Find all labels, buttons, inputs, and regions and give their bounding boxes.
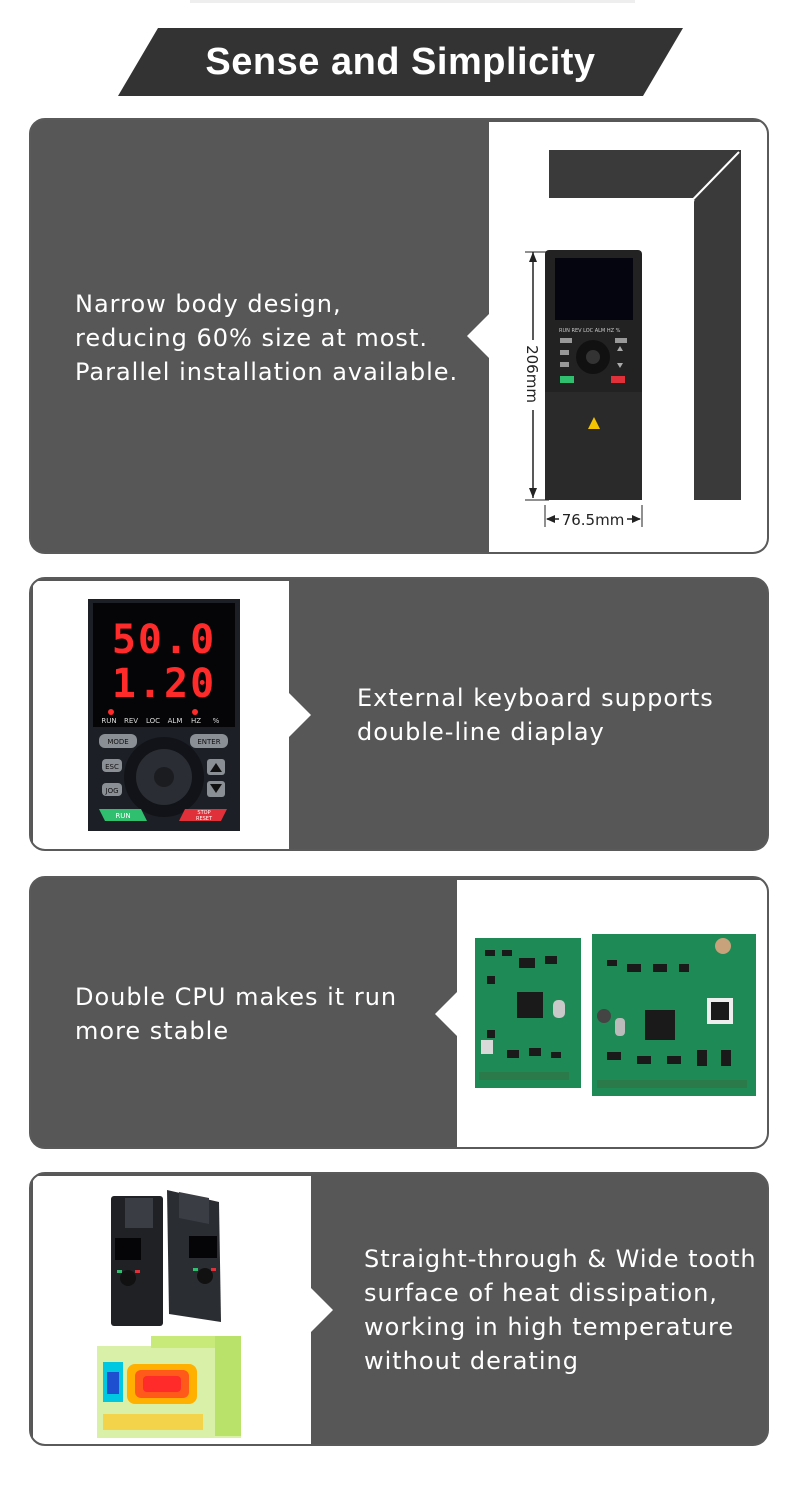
pcb-photo bbox=[457, 880, 767, 1147]
feature-panel-keyboard: 50.0 1.20 RUN REV LOC ALM HZ % bbox=[29, 577, 769, 851]
indicator-hz: HZ bbox=[191, 717, 201, 725]
indicator-rev: REV bbox=[124, 717, 138, 725]
feature-text: Narrow body design, reducing 60% size at… bbox=[75, 290, 459, 386]
installation-diagram: RUN REV LOC ALM HZ % 206mm 76.5mm bbox=[489, 122, 767, 552]
feature-panel-narrow-body: Narrow body design, reducing 60% size at… bbox=[29, 118, 769, 554]
stop-key-label: STOP bbox=[197, 810, 210, 816]
section-banner: Sense and Simplicity bbox=[118, 28, 683, 96]
indicator-percent: % bbox=[213, 717, 220, 725]
height-dimension-label: 206mm bbox=[523, 345, 541, 403]
heatsink-photo bbox=[33, 1176, 311, 1444]
esc-key-label: ESC bbox=[105, 763, 119, 771]
svg-text:RUN REV LOC ALM HZ %: RUN REV LOC ALM HZ % bbox=[559, 328, 621, 334]
jog-key-label: JOG bbox=[105, 787, 119, 795]
panel-pointer bbox=[311, 1288, 333, 1332]
feature-text: External keyboard supports double-line d… bbox=[357, 684, 714, 746]
feature-text: Double CPU makes it run more stable bbox=[75, 983, 398, 1045]
display-line-2: 1.20 bbox=[112, 661, 216, 707]
drive-dimension-illustration: RUN REV LOC ALM HZ % 206mm 76.5mm bbox=[523, 150, 741, 529]
display-line-1: 50.0 bbox=[112, 617, 216, 663]
banner-background bbox=[118, 28, 683, 96]
feature-panel-dual-cpu: Double CPU makes it run more stable bbox=[29, 876, 769, 1149]
feature-text: Straight-through & Wide tooth surface of… bbox=[364, 1245, 757, 1375]
run-key-label: RUN bbox=[115, 812, 130, 820]
indicator-loc: LOC bbox=[146, 717, 160, 725]
indicator-run: RUN bbox=[101, 717, 116, 725]
drives-and-thermal-illustration bbox=[97, 1190, 241, 1438]
keypad-illustration: 50.0 1.20 RUN REV LOC ALM HZ % bbox=[88, 599, 240, 831]
reset-key-label: RESET bbox=[196, 816, 213, 822]
keypad-photo: 50.0 1.20 RUN REV LOC ALM HZ % bbox=[33, 581, 289, 849]
feature-panel-heat-dissipation: Straight-through & Wide tooth surface of… bbox=[29, 1172, 769, 1446]
page-title: Sense and Simplicity bbox=[205, 40, 596, 83]
panel-pointer bbox=[289, 693, 311, 737]
mode-key-label: MODE bbox=[107, 738, 128, 746]
panel-pointer bbox=[435, 992, 457, 1036]
indicator-alm: ALM bbox=[168, 717, 183, 725]
width-dimension-label: 76.5mm bbox=[562, 511, 625, 529]
top-divider bbox=[190, 0, 635, 3]
panel-pointer bbox=[467, 314, 489, 358]
circuit-boards-illustration bbox=[475, 934, 756, 1096]
enter-key-label: ENTER bbox=[197, 738, 220, 746]
